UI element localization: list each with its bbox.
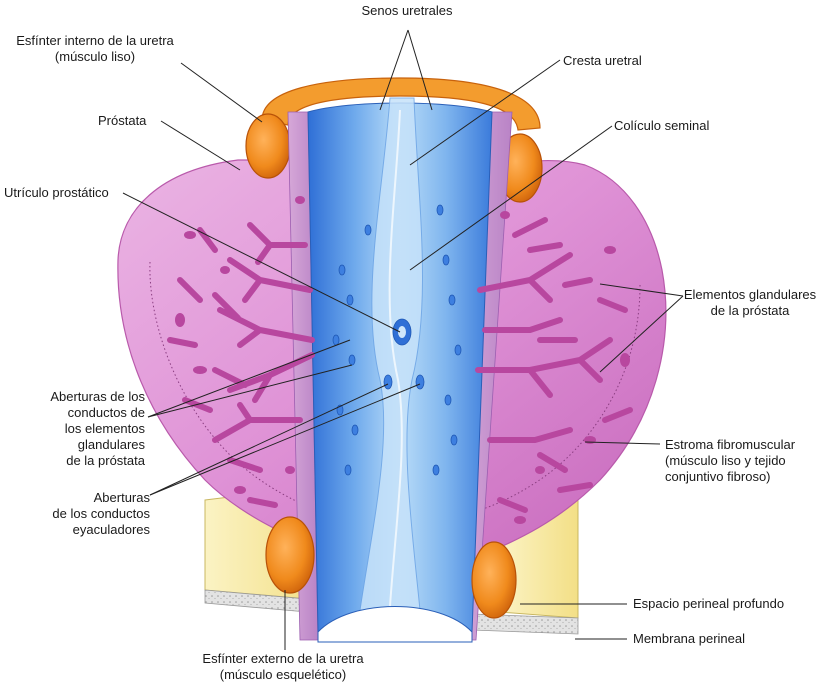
label-aberturas-conductos-glandulares: Aberturas de los conductos de los elemen… — [10, 389, 145, 469]
label-senos-uretrales: Senos uretrales — [340, 3, 474, 19]
label-estroma-line: Estroma fibromuscular — [665, 437, 795, 453]
label-esfinter-interno-line: Esfínter interno de la uretra — [6, 33, 184, 49]
label-aberturas-eyaculadores-line: de los conductos — [10, 506, 150, 522]
label-aberturas-conductos-eyaculadores: Aberturas de los conductos eyaculadores — [10, 490, 150, 538]
label-aberturas-eyaculadores-line: Aberturas — [10, 490, 150, 506]
label-elementos-glandulares-line: de la próstata — [680, 303, 820, 319]
label-estroma-fibromuscular: Estroma fibromuscular (músculo liso y te… — [665, 437, 795, 485]
label-esfinter-interno-line: (músculo liso) — [6, 49, 184, 65]
label-esfinter-externo-line: (músculo esquelético) — [178, 667, 388, 683]
label-elementos-glandulares: Elementos glandulares de la próstata — [680, 287, 820, 319]
label-aberturas-glandulares-line: conductos de — [10, 405, 145, 421]
label-espacio-perineal-profundo: Espacio perineal profundo — [633, 596, 784, 612]
label-esfinter-interno: Esfínter interno de la uretra (músculo l… — [6, 33, 184, 65]
label-elementos-glandulares-line: Elementos glandulares — [680, 287, 820, 303]
label-estroma-line: (músculo liso y tejido — [665, 453, 795, 469]
label-aberturas-glandulares-line: Aberturas de los — [10, 389, 145, 405]
label-esfinter-externo-line: Esfínter externo de la uretra — [178, 651, 388, 667]
label-aberturas-glandulares-line: de la próstata — [10, 453, 145, 469]
label-prostata: Próstata — [98, 113, 146, 129]
label-coliculo-seminal: Colículo seminal — [614, 118, 709, 134]
label-aberturas-glandulares-line: los elementos — [10, 421, 145, 437]
label-estroma-line: conjuntivo fibroso) — [665, 469, 795, 485]
label-esfinter-externo: Esfínter externo de la uretra (músculo e… — [178, 651, 388, 683]
label-membrana-perineal: Membrana perineal — [633, 631, 745, 647]
label-utriculo-prostatico: Utrículo prostático — [4, 185, 109, 201]
label-aberturas-eyaculadores-line: eyaculadores — [10, 522, 150, 538]
label-cresta-uretral: Cresta uretral — [563, 53, 642, 69]
label-aberturas-glandulares-line: glandulares — [10, 437, 145, 453]
